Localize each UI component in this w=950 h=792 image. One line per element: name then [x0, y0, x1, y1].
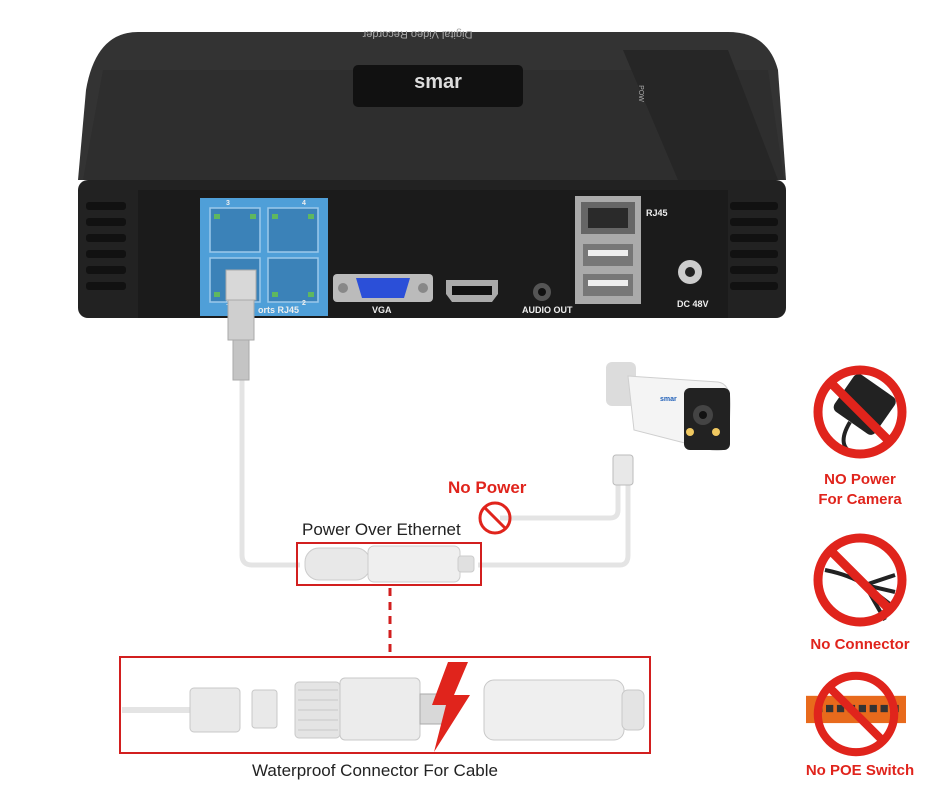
splitter-cable-icon [813, 533, 907, 627]
no-connector-label: No Connector [810, 636, 910, 653]
nvr-device [78, 30, 788, 320]
no-poe-switch-label: No POE Switch [805, 762, 915, 779]
waterproof-label: Waterproof Connector For Cable [252, 761, 498, 780]
no-power-camera-line2: For Camera [818, 491, 902, 508]
poe-num-3: 3 [226, 200, 230, 207]
poe-switch-icon [806, 671, 906, 757]
waterproof-detail-box [119, 656, 651, 754]
poe-port-label: orts RJ45 [258, 305, 300, 315]
no-power-camera-line1: NO Power [824, 471, 896, 488]
dc-label: DC 48V [677, 299, 709, 309]
poe-num-2: 2 [302, 300, 306, 307]
rj45-label: RJ45 [646, 208, 668, 218]
no-power-camera-label: NO Power For Camera [795, 470, 925, 510]
audio-out-label: AUDIO OUT [522, 305, 573, 315]
poe-highlight-box [296, 542, 482, 586]
poe-num-4: 4 [302, 200, 306, 207]
brand-badge: smar [414, 71, 462, 93]
poe-label: Power Over Ethernet [302, 520, 461, 539]
no-power-prohibited-icon [478, 501, 512, 535]
power-adapter-icon [813, 365, 907, 459]
camera-brand: smar [660, 396, 677, 403]
vga-label: VGA [372, 305, 392, 315]
no-power-label: No Power [448, 478, 527, 497]
